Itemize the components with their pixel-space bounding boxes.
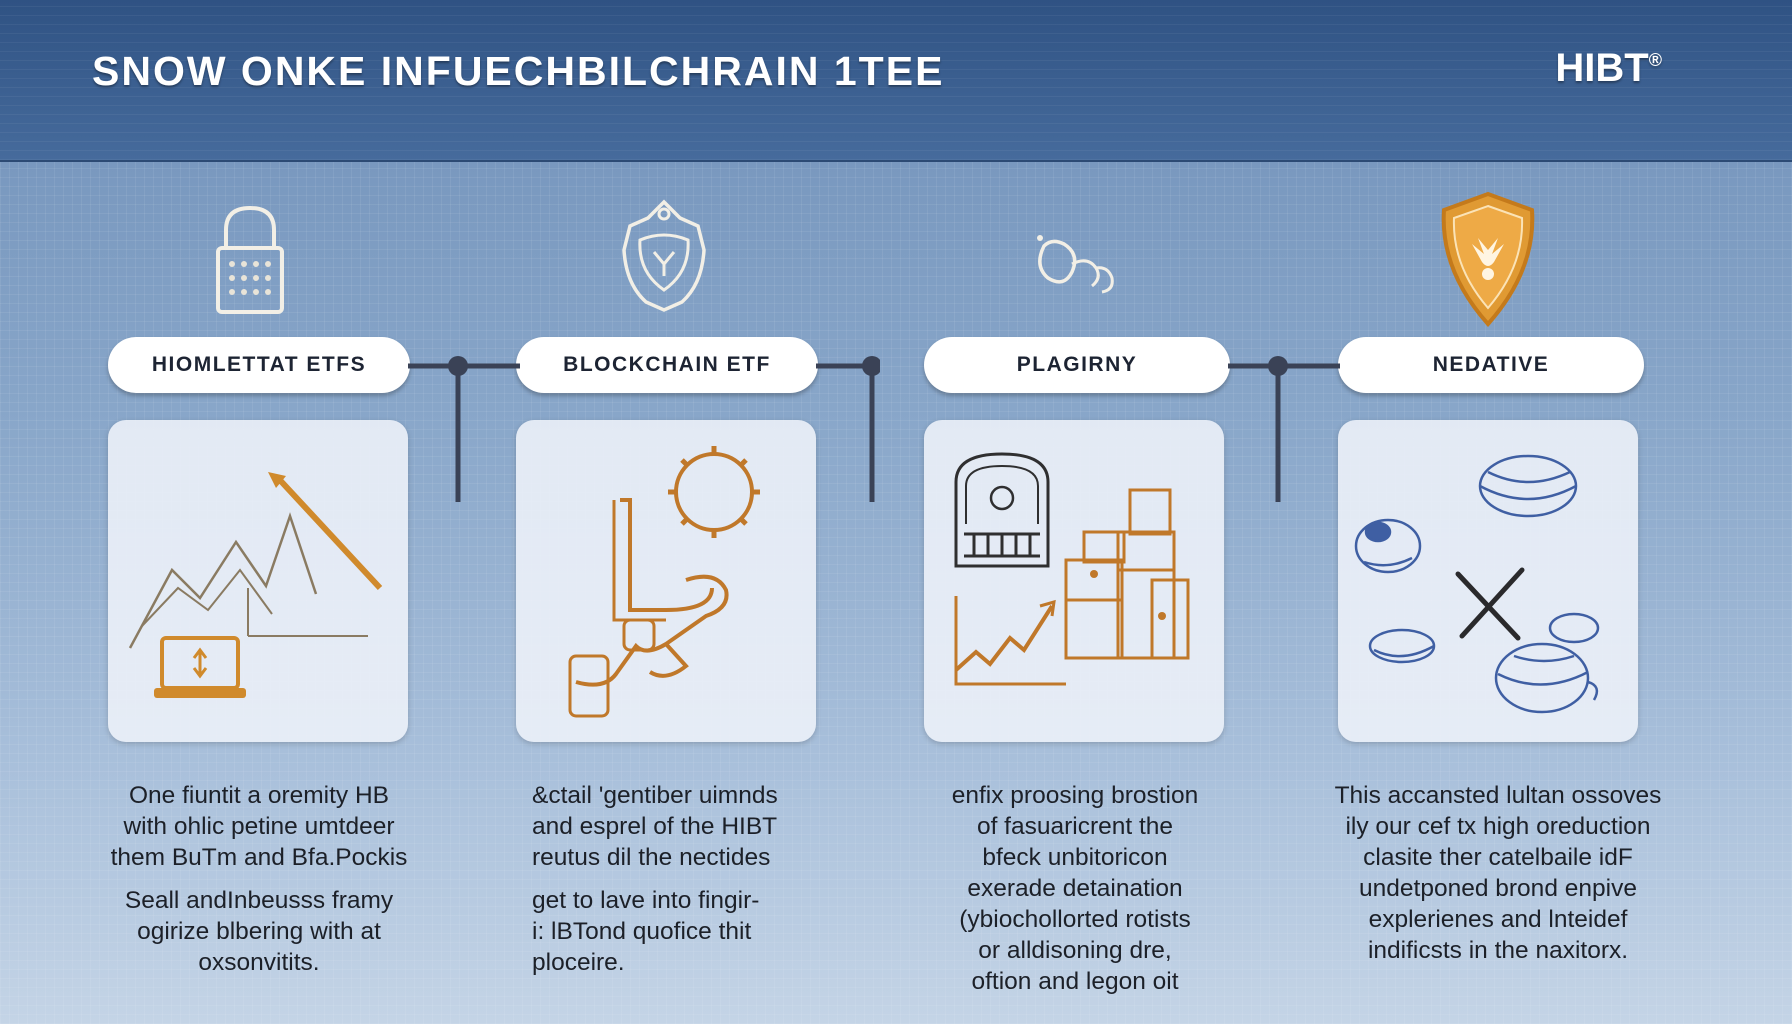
brand-logo: HIBT®: [1555, 46, 1662, 90]
swirl-icon: [1037, 235, 1114, 294]
paragraph: This accansted lultan ossoves ily our ce…: [1334, 782, 1662, 964]
paragraph: Seall andInbeusss framy ogirize blbering…: [124, 887, 394, 976]
card-illustration-4: [1338, 420, 1638, 742]
label-nedative[interactable]: NEDATIVE: [1338, 337, 1644, 393]
paragraph: &ctail 'gentiber uimnds and esprel of th…: [532, 782, 778, 871]
crest-icon: [622, 199, 706, 312]
description-2: &ctail 'gentiber uimnds and esprel of th…: [510, 780, 848, 978]
connector-3: [1228, 356, 1340, 502]
label-blockchain-etf[interactable]: BLOCKCHAIN ETF: [516, 337, 818, 393]
chain-gear-illustration: [568, 446, 760, 718]
page-title: SNOW ONKE INFUECHBILCHRAIN 1TEE: [92, 48, 945, 94]
connector-1: [408, 356, 520, 502]
paragraph: enfix proosing brostion of fasuaricrent …: [951, 782, 1199, 995]
label-plagirny[interactable]: PLAGIRNY: [924, 337, 1230, 393]
card-illustration-1: [108, 420, 408, 742]
paragraph: One fiuntit a oremity HB with ohlic peti…: [110, 782, 408, 871]
padlock-icon: [216, 205, 284, 314]
header-bar: SNOW ONKE INFUECHBILCHRAIN 1TEE HIBT®: [0, 0, 1792, 162]
mountain-chart-illustration: [128, 472, 383, 698]
planets-cross-illustration: [1354, 454, 1600, 714]
buildings-chart-illustration: [954, 452, 1190, 686]
shield-icon: [1441, 191, 1535, 328]
paragraph: get to lave into fingir- i: lBTond quofi…: [532, 887, 760, 976]
card-illustration-2: [516, 420, 816, 742]
connector-2: [816, 356, 880, 502]
description-3: enfix proosing brostion of fasuaricrent …: [912, 780, 1238, 997]
label-hiomlettat-etfs[interactable]: HIOMLETTAT ETFS: [108, 337, 410, 393]
description-1: One fiuntit a oremity HB with ohlic peti…: [76, 780, 442, 978]
description-4: This accansted lultan ossoves ily our ce…: [1310, 780, 1686, 966]
card-illustration-3: [924, 420, 1224, 742]
